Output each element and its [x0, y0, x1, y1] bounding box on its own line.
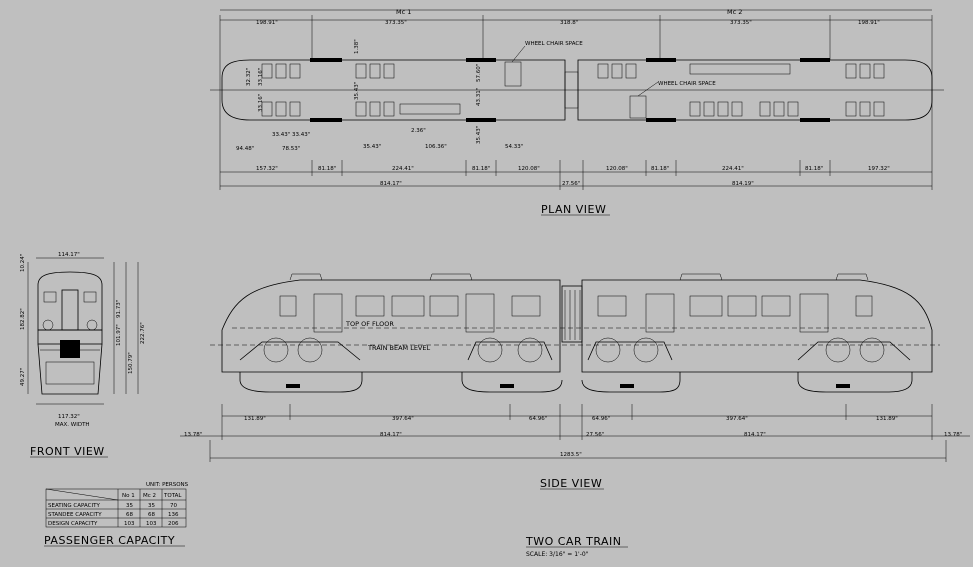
plan-overall-2: 814.19" — [732, 181, 754, 187]
capacity-row-3-label: DESIGN CAPACITY — [48, 521, 98, 527]
train-beam-level-label: TRAIN BEAM LEVEL — [367, 344, 430, 352]
plan-bottom-dim-a: 94.48" — [236, 146, 254, 152]
front-right-dim-2: 101.97" — [116, 324, 122, 346]
capacity-row-2-v1: 68 — [126, 512, 133, 518]
plan-row2-dim-6: 120.08" — [606, 166, 628, 172]
capacity-row-3-v2: 103 — [146, 521, 157, 527]
side-row1-dim-2: 397.64" — [392, 416, 414, 422]
capacity-title: PASSENGER CAPACITY — [44, 534, 175, 547]
side-row1-dim-1: 131.89" — [244, 416, 266, 422]
capacity-row-3-v1: 103 — [124, 521, 135, 527]
capacity-table: UNIT: PERSONS No 1 Mc 2 TOTAL SEATING CA… — [44, 482, 189, 547]
plan-inner-dim-9: 33.43" — [272, 132, 290, 138]
side-view-title: SIDE VIEW — [540, 477, 602, 490]
plan-row2-dim-2: 81.18" — [318, 166, 336, 172]
plan-inner-dim-2: 33.16" — [258, 68, 264, 86]
side-row1-dim-6: 131.89" — [876, 416, 898, 422]
plan-inner-dim-12: 2.36" — [411, 128, 426, 134]
plan-row2-dim-5: 120.08" — [518, 166, 540, 172]
side-bogies — [239, 337, 911, 363]
capacity-unit: UNIT: PERSONS — [146, 482, 189, 488]
capacity-row-2-v3: 136 — [168, 512, 179, 518]
plan-row2-dim-10: 197.32" — [868, 166, 890, 172]
front-right-dim-4: 222.76" — [140, 322, 146, 344]
plan-overall-1: 814.17" — [380, 181, 402, 187]
side-windows — [279, 293, 873, 333]
front-left-dim-1: 10.24" — [20, 254, 26, 272]
top-of-floor-label: TOP OF FLOOR — [345, 320, 394, 328]
plan-bottom-dim-b: 78.53" — [282, 146, 300, 152]
side-view: TOP OF FLOOR TRAIN BEAM LEVEL — [180, 273, 970, 490]
wheel-chair-label-1: WHEEL CHAIR SPACE — [525, 41, 583, 47]
side-row1-dim-3: 64.96" — [529, 416, 547, 422]
plan-inner-dim-13: 106.36" — [425, 144, 447, 150]
plan-inner-dim-8: 35.43" — [476, 126, 482, 144]
side-row1-dim-4: 64.96" — [592, 416, 610, 422]
side-total-dim: 1283.5" — [560, 452, 582, 458]
plan-inner-dim-10: 33.43" — [292, 132, 310, 138]
front-view-title: FRONT VIEW — [30, 445, 105, 458]
plan-inner-dim-7: 43.31" — [476, 88, 482, 106]
capacity-header-3: TOTAL — [163, 493, 182, 499]
plan-inner-dim-4: 1.38" — [354, 39, 360, 54]
front-left-dim-2: 182.82" — [20, 308, 26, 330]
side-row1-dim-5: 397.64" — [726, 416, 748, 422]
plan-row2-dim-7: 81.18" — [651, 166, 669, 172]
plan-top-dim-3: 318.8" — [560, 20, 578, 26]
side-row2-dim-5: 13.78" — [944, 432, 962, 438]
plan-inner-dim-6: 57.60" — [476, 64, 482, 82]
front-right-dim-3: 150.79" — [128, 352, 134, 374]
plan-top-dim-5: 198.91" — [858, 20, 880, 26]
side-row2-dim-1: 13.78" — [184, 432, 202, 438]
sheet-title: TWO CAR TRAIN — [525, 535, 622, 548]
plan-row2-dim-4: 81.18" — [472, 166, 490, 172]
plan-top-dim-4: 373.35" — [730, 20, 752, 26]
capacity-row-2-v2: 68 — [148, 512, 155, 518]
plan-gap-dim: 27.56" — [562, 181, 580, 187]
plan-row2-dim-1: 157.32" — [256, 166, 278, 172]
plan-row2-dim-8: 224.41" — [722, 166, 744, 172]
capacity-row-1-v1: 35 — [126, 503, 133, 509]
plan-top-dim-2: 373.35" — [385, 20, 407, 26]
front-top-dim: 114.17" — [58, 252, 80, 258]
plan-inner-dim-1: 32.32" — [246, 68, 252, 86]
capacity-row-2-label: STANDEE CAPACITY — [48, 512, 102, 518]
wheel-chair-label-2: WHEEL CHAIR SPACE — [658, 81, 716, 87]
plan-inner-dim-3: 33.16" — [258, 94, 264, 112]
plan-inner-dim-11: 35.43" — [363, 144, 381, 150]
car-label-mc2: Mc 2 — [727, 8, 742, 16]
plan-row2-dim-3: 224.41" — [392, 166, 414, 172]
plan-inner-dim-5: 35.43" — [354, 82, 360, 100]
front-view: 114.17" 117.32" MAX. WIDTH 10.24" 182.82… — [20, 252, 146, 458]
plan-row2-dim-9: 81.18" — [805, 166, 823, 172]
capacity-row-1-label: SEATING CAPACITY — [48, 503, 100, 509]
front-max-width: MAX. WIDTH — [55, 422, 90, 428]
side-row2-dim-4: 814.17" — [744, 432, 766, 438]
car-label-mc1: Mc 1 — [396, 8, 411, 16]
sheet-scale: SCALE: 3/16" = 1'-0" — [526, 551, 589, 558]
capacity-row-1-v3: 70 — [170, 503, 177, 509]
capacity-header-1: No 1 — [122, 493, 135, 499]
capacity-row-3-v3: 206 — [168, 521, 179, 527]
front-bottom-dim: 117.32" — [58, 414, 80, 420]
plan-top-dim-1: 198.91" — [256, 20, 278, 26]
front-right-dim-1: 91.73" — [116, 300, 122, 318]
plan-view-title: PLAN VIEW — [541, 203, 606, 216]
side-row2-dim-2: 814.17" — [380, 432, 402, 438]
plan-inner-dim-14: 54.33" — [505, 144, 523, 150]
capacity-header-2: Mc 2 — [143, 493, 156, 499]
front-left-dim-3: 49.27" — [20, 368, 26, 386]
sheet-title-block: TWO CAR TRAIN SCALE: 3/16" = 1'-0" — [525, 535, 628, 558]
plan-view: Mc 1 Mc 2 198.91" 373.35" 318.8" 373.35"… — [210, 8, 944, 216]
capacity-row-1-v2: 35 — [148, 503, 155, 509]
side-row2-dim-3: 27.56" — [586, 432, 604, 438]
plan-seats — [261, 63, 885, 117]
